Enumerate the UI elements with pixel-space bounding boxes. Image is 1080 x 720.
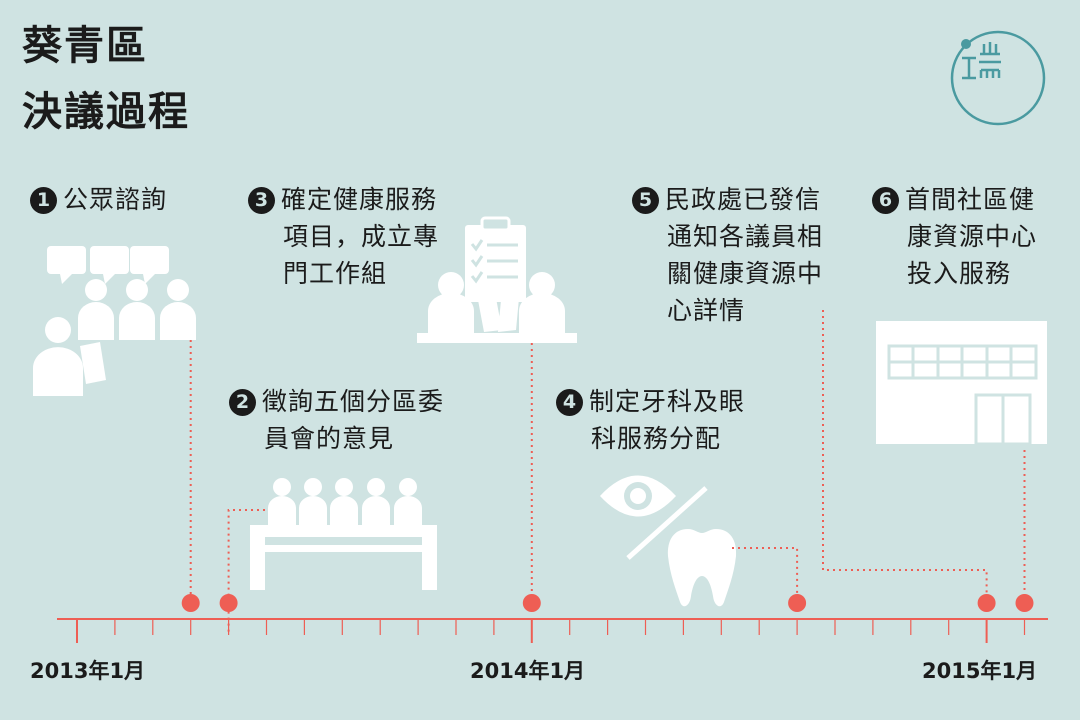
health-centre-building-icon bbox=[876, 321, 1047, 446]
page-title: 葵青區 bbox=[22, 23, 148, 69]
event-connector bbox=[732, 547, 799, 602]
committee-meeting-icon bbox=[250, 478, 437, 590]
step-text-line: 投入服務 bbox=[907, 259, 1012, 288]
step-number-badge: 1 bbox=[30, 187, 57, 214]
step-text-line: 門工作組 bbox=[283, 259, 388, 288]
step-text-line: 員會的意見 bbox=[264, 424, 395, 453]
step-number-badge: 6 bbox=[872, 187, 899, 214]
timeline-event-dot bbox=[522, 594, 541, 612]
eye-and-tooth-icon bbox=[600, 475, 737, 607]
step-text-line: 關健康資源中 bbox=[667, 259, 824, 288]
timeline-year-label: 2014年1月 bbox=[470, 659, 586, 683]
step-text-line: 通知各議員相 bbox=[667, 222, 824, 251]
step-number-badge: 4 bbox=[556, 389, 583, 416]
timeline-year-label: 2015年1月 bbox=[922, 659, 1038, 683]
端-logo-icon bbox=[950, 30, 1046, 126]
page-subtitle: 決議過程 bbox=[22, 89, 190, 135]
step-number-badge: 2 bbox=[229, 389, 256, 416]
public-consultation-icon bbox=[33, 246, 196, 396]
timeline-event-dot bbox=[1015, 594, 1034, 612]
working-group-icon bbox=[417, 216, 577, 343]
step-text-line: 科服務分配 bbox=[591, 424, 722, 453]
timeline-event-dot bbox=[788, 594, 807, 612]
timeline-year-label: 2013年1月 bbox=[30, 659, 146, 683]
step-number-badge: 5 bbox=[632, 187, 659, 214]
step-text-line: 康資源中心 bbox=[907, 222, 1038, 251]
timeline-event-dot bbox=[977, 594, 996, 612]
event-connector bbox=[822, 310, 988, 602]
timeline-event-dot bbox=[219, 594, 238, 612]
step-text-line: 心詳情 bbox=[667, 296, 746, 325]
event-connector bbox=[227, 509, 265, 632]
step-text-line: 項目，成立專 bbox=[283, 222, 440, 251]
timeline-event-dot bbox=[181, 594, 200, 612]
step-number-badge: 3 bbox=[248, 187, 275, 214]
